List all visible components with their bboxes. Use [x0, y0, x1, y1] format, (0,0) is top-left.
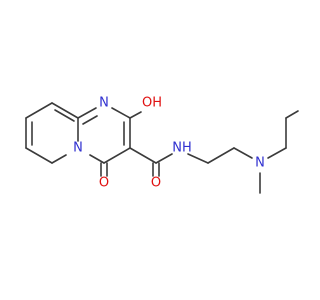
bond	[51, 102, 79, 119]
bond	[207, 147, 235, 164]
amide-oxygen-label: O	[151, 176, 161, 191]
bond	[103, 147, 131, 164]
bond	[267, 147, 287, 159]
bond	[77, 107, 97, 119]
hydroxyl-label: OH	[142, 96, 162, 111]
bond	[89, 154, 105, 164]
bond	[51, 154, 67, 164]
atom-labels: N N OH O NH O N	[73, 96, 265, 191]
bond	[285, 110, 299, 119]
bond	[155, 153, 173, 164]
bond	[129, 147, 157, 164]
bond	[111, 107, 131, 119]
bond	[54, 109, 75, 122]
chemical-structure: N N OH O NH O N	[25, 96, 299, 194]
bond	[129, 111, 142, 119]
amide-nitrogen-label: NH	[172, 141, 192, 156]
bond	[25, 102, 53, 119]
bridgehead-nitrogen-label: N	[73, 141, 83, 156]
bond	[82, 115, 98, 125]
amine-nitrogen-label: N	[255, 156, 265, 171]
bond	[233, 147, 253, 159]
ring-nitrogen-label: N	[99, 96, 109, 111]
bonds	[25, 102, 299, 194]
bond	[187, 153, 209, 164]
bond	[25, 147, 53, 164]
ketone-oxygen-label: O	[99, 176, 109, 191]
